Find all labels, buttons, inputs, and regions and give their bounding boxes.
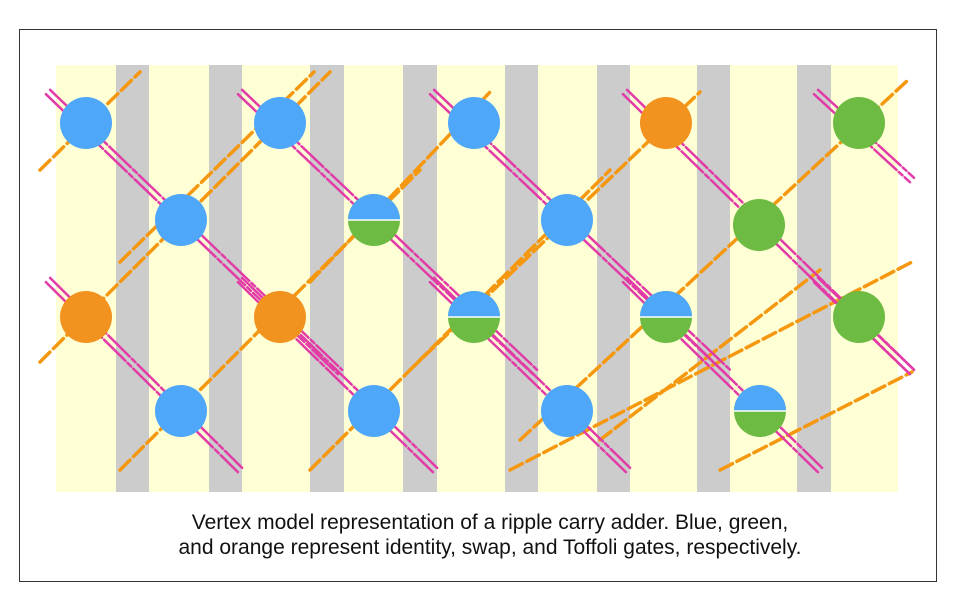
half-gate-circle (348, 194, 400, 246)
gray-band (797, 65, 831, 492)
identity-gate-circle (541, 385, 593, 437)
gate-circles (60, 97, 885, 437)
toffoli-gate-circle (254, 291, 306, 343)
caption-line-1: Vertex model representation of a ripple … (191, 511, 789, 534)
gray-band (116, 65, 149, 492)
half-gate-circle (734, 385, 786, 437)
orange-wire (718, 370, 914, 472)
identity-gate-circle (155, 194, 207, 246)
blue-half (640, 291, 692, 317)
gray-band (505, 65, 538, 492)
swap-gate-circle (833, 97, 885, 149)
identity-gate-circle (541, 194, 593, 246)
figure-caption: Vertex model representation of a ripple … (70, 510, 910, 560)
identity-gate-circle (60, 97, 112, 149)
identity-gate-circle (254, 97, 306, 149)
half-gate-circle (448, 291, 500, 343)
blue-half (348, 194, 400, 220)
identity-gate-circle (448, 97, 500, 149)
identity-gate-circle (348, 385, 400, 437)
swap-gate-circle (833, 291, 885, 343)
blue-half (734, 385, 786, 411)
caption-line-2: and orange represent identity, swap, and… (178, 536, 802, 559)
toffoli-gate-circle (640, 97, 692, 149)
orange-wire (508, 260, 914, 472)
half-gate-circle (640, 291, 692, 343)
blue-half (448, 291, 500, 317)
orange-wire (598, 268, 822, 442)
gray-band (697, 65, 730, 492)
identity-gate-circle (155, 385, 207, 437)
toffoli-gate-circle (60, 291, 112, 343)
swap-gate-circle (733, 199, 785, 251)
